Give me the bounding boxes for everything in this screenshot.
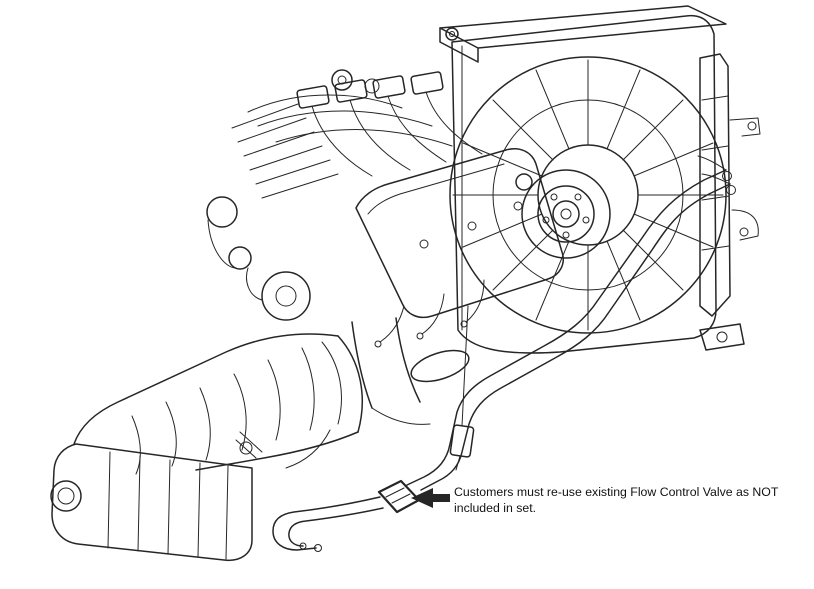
annotation-text-line1: Customers must re-use existing Flow Cont… xyxy=(454,485,779,499)
flow-control-valve-drawing xyxy=(377,479,421,514)
transmission-drawing xyxy=(50,333,363,562)
annotation-text-line2: included in set. xyxy=(454,501,536,515)
cooling-fan-drawing xyxy=(449,56,727,334)
annotation: Customers must re-use existing Flow Cont… xyxy=(411,485,779,515)
left-arrow-icon xyxy=(411,488,450,508)
transmission-cooler-lines-drawing xyxy=(272,155,736,552)
engine-drawing xyxy=(206,69,564,471)
